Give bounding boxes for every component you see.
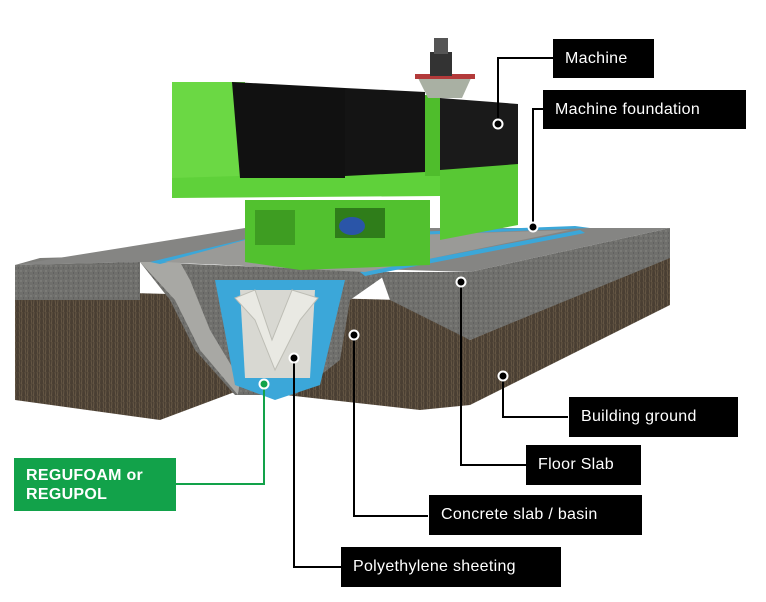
label-floor-slab: Floor Slab: [526, 445, 641, 485]
label-machine: Machine: [553, 39, 654, 78]
label-building-ground: Building ground: [569, 397, 738, 437]
label-regufoam-regupol: REGUFOAM or REGUPOL: [14, 458, 176, 511]
label-polyethylene-sheeting: Polyethylene sheeting: [341, 547, 561, 587]
label-machine-foundation: Machine foundation: [543, 90, 746, 129]
leader-lines: [176, 57, 568, 568]
injection-molding-machine: [172, 38, 518, 270]
leader-dots: [258, 118, 539, 390]
label-concrete-slab-basin: Concrete slab / basin: [429, 495, 642, 535]
